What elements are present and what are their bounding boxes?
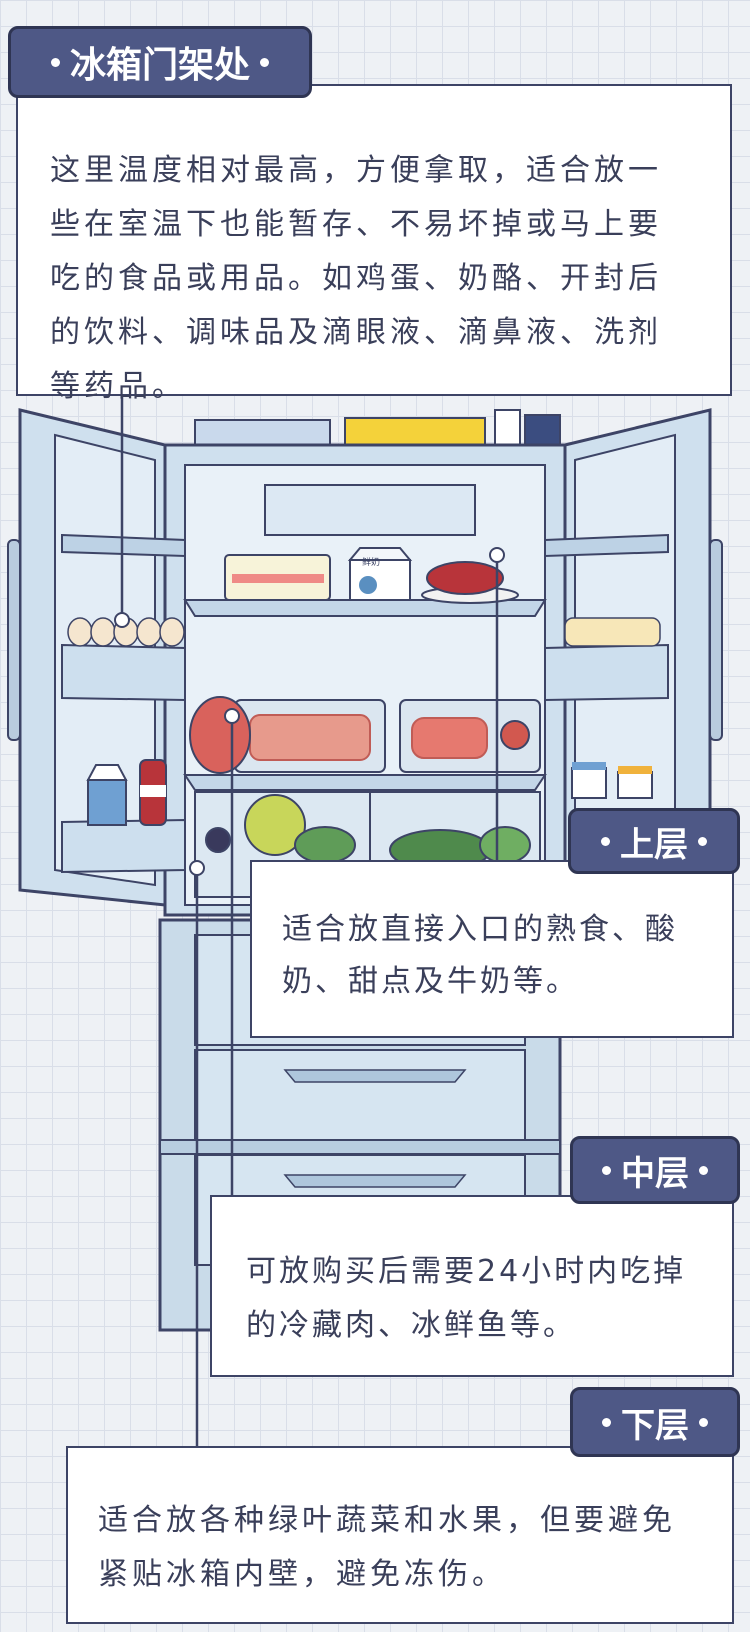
- door-section-text: 这里温度相对最高，方便拿取，适合放一些在室温下也能暂存、不易坏掉或马上要吃的食品…: [50, 153, 662, 404]
- cake-layer: [232, 574, 324, 583]
- tag-dot-left: [602, 1165, 611, 1175]
- freezer-drawer-2: [194, 1049, 526, 1151]
- middle-shelf: [183, 774, 547, 791]
- upper-shelf: [183, 599, 547, 617]
- juice-box-top: [86, 764, 128, 781]
- meat-right: [411, 717, 488, 759]
- tag-dot-right: [699, 1165, 708, 1175]
- greens-left: [294, 826, 356, 864]
- tag-dot-left: [602, 1417, 611, 1427]
- left-door-shelf-3: [61, 818, 186, 874]
- upper-section-text: 适合放直接入口的熟食、酸奶、甜点及牛奶等。: [282, 912, 678, 999]
- meat-left: [249, 714, 371, 761]
- pointer-door-dot: [114, 612, 130, 628]
- middle-section-text: 可放购买后需要24小时内吃掉的冷藏肉、冰鲜鱼等。: [246, 1254, 687, 1343]
- pointer-upper-dot: [489, 547, 505, 563]
- lower-section-title: 下层: [621, 1405, 689, 1446]
- lower-section-tag: 下层: [570, 1387, 740, 1457]
- sausage-item: [426, 561, 504, 595]
- left-door-handle: [7, 539, 21, 741]
- jar-1: [571, 767, 607, 799]
- tag-dot-left: [50, 57, 60, 67]
- jar-2: [617, 771, 653, 799]
- cola-label: [140, 785, 166, 797]
- drawer-handle-1: [283, 1069, 467, 1083]
- jar-2-lid: [618, 766, 652, 774]
- cheese-item: [564, 617, 661, 647]
- tag-dot-right: [260, 57, 269, 67]
- pointer-lower-dot: [189, 860, 205, 876]
- door-section-title: 冰箱门架处: [69, 44, 250, 86]
- door-section-tag: 冰箱门架处: [8, 26, 312, 98]
- grapefruit-item: [244, 794, 306, 856]
- jar-1-lid: [572, 762, 606, 770]
- greens-right-2: [479, 826, 531, 864]
- egg-1: [67, 617, 93, 647]
- egg-5: [159, 617, 185, 647]
- middle-section-card: 可放购买后需要24小时内吃掉的冷藏肉、冰鲜鱼等。: [210, 1195, 734, 1377]
- ham-item: [189, 696, 251, 774]
- right-door-shelf-1: [544, 533, 669, 558]
- upper-section-card: 适合放直接入口的熟食、酸奶、甜点及牛奶等。: [250, 860, 734, 1038]
- tag-dot-right: [698, 836, 707, 846]
- sausage-ball: [500, 720, 530, 750]
- lower-section-card: 适合放各种绿叶蔬菜和水果，但要避免紧贴冰箱内壁，避免冻伤。: [66, 1446, 734, 1624]
- milk-carton-item: [349, 559, 411, 601]
- left-door-shelf-2: [61, 643, 186, 702]
- door-section-card: 这里温度相对最高，方便拿取，适合放一些在室温下也能暂存、不易坏掉或马上要吃的食品…: [16, 84, 732, 404]
- upper-section-title: 上层: [620, 824, 688, 865]
- right-door-shelf-2: [544, 643, 669, 702]
- right-door-handle: [709, 539, 723, 741]
- pointer-middle-dot: [224, 708, 240, 724]
- milk-carton-logo: [359, 576, 377, 594]
- milk-carton-top: [347, 547, 413, 561]
- egg-2: [90, 617, 116, 647]
- tag-dot-right: [699, 1417, 708, 1427]
- juice-box-item: [87, 779, 127, 826]
- fridge-light: [264, 484, 476, 536]
- lower-section-text: 适合放各种绿叶蔬菜和水果，但要避免紧贴冰箱内壁，避免冻伤。: [98, 1503, 676, 1592]
- middle-section-title: 中层: [621, 1153, 689, 1194]
- upper-section-tag: 上层: [568, 808, 740, 874]
- egg-4: [136, 617, 162, 647]
- middle-section-tag: 中层: [570, 1136, 740, 1204]
- drawer-handle-2: [283, 1174, 467, 1188]
- left-door-shelf-1: [61, 533, 186, 558]
- milk-carton-label: 鲜奶: [362, 556, 380, 568]
- freezer-separator: [159, 1139, 561, 1155]
- tag-dot-left: [601, 836, 610, 846]
- grapes-item: [205, 827, 231, 853]
